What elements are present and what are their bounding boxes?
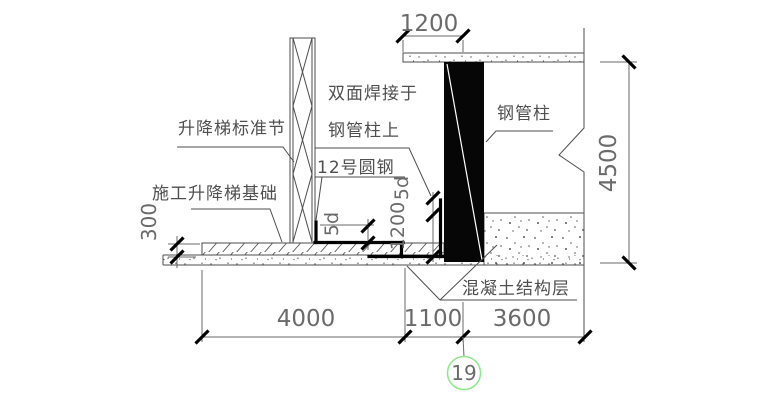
dim-top-1200	[402, 35, 464, 52]
leader-lines	[177, 130, 577, 301]
label-steel-pipe-column: 钢管柱	[497, 104, 551, 124]
dim-text-4500: 4500	[596, 134, 622, 193]
dim-text-anchor-1200: 1200	[387, 202, 409, 250]
dim-text-top-1200: 1200	[400, 11, 459, 37]
detail-marker: 19	[446, 336, 482, 391]
steel-pipe-column	[444, 62, 484, 262]
label-round-steel-bar: 12号圆钢	[317, 158, 395, 178]
detail-marker-number: 19	[451, 361, 476, 385]
dim-text-300: 300	[137, 203, 161, 241]
dim-text-1100: 1100	[404, 306, 463, 332]
label-weld-note-line1: 双面焊接于	[328, 84, 418, 104]
dim-text-5d-left: 5d	[321, 212, 343, 236]
upper-floor-slab	[402, 52, 585, 63]
dim-bottom-chain	[201, 268, 585, 342]
hoist-lattice-mast	[289, 37, 316, 244]
dim-text-5d-right: 5d	[391, 176, 413, 200]
label-concrete-structure-layer: 混凝土结构层	[462, 279, 570, 299]
dim-text-3600: 3600	[493, 306, 552, 332]
label-weld-note-line2: 钢管柱上	[328, 121, 400, 141]
dim-text-4000: 4000	[277, 306, 336, 332]
round-steel-bar	[313, 198, 445, 259]
concrete-block	[483, 212, 585, 266]
label-hoist-standard-section: 升降梯标准节	[178, 119, 286, 139]
label-hoist-foundation: 施工升降梯基础	[152, 184, 278, 204]
detail-marker-circle	[446, 355, 482, 391]
dim-300	[168, 236, 200, 268]
wall-break-line	[558, 28, 585, 342]
